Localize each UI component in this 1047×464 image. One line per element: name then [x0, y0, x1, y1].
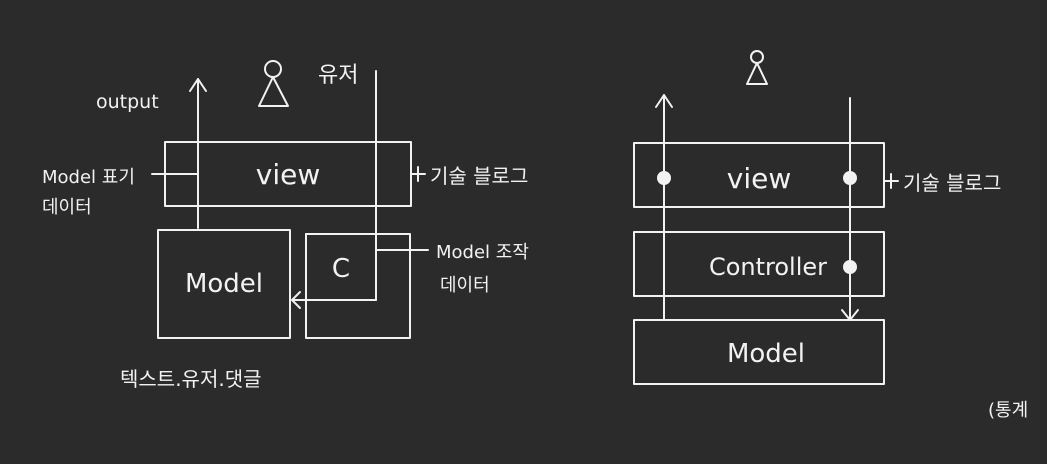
- view-dot-left: [657, 171, 671, 185]
- controller-inner-box: [305, 233, 377, 301]
- controller-label: C: [332, 254, 350, 284]
- right-tech-blog-label: 기술 블로그: [903, 171, 1001, 195]
- model-display-label-2: 데이터: [42, 197, 92, 218]
- c-to-model-arrowhead: [291, 291, 301, 309]
- right-model-label: Model: [727, 339, 805, 369]
- right-controller-label: Controller: [709, 253, 827, 281]
- model-manip-label: Model 조작: [436, 242, 529, 263]
- view-label: view: [256, 158, 320, 191]
- right-view-box: [633, 142, 885, 208]
- user-label: 유저: [318, 63, 358, 88]
- controller-dot: [843, 260, 857, 274]
- right-controller-box: [633, 231, 885, 297]
- output-label: output: [96, 91, 159, 113]
- user-person-icon: [258, 60, 289, 107]
- note-label: (통계: [988, 400, 1028, 421]
- model-box: [157, 229, 291, 339]
- model-display-label: Model 표기: [42, 167, 135, 188]
- right-user-person-icon: [746, 50, 768, 85]
- model-label: Model: [185, 269, 263, 299]
- right-tech-blog-tick: [883, 173, 899, 189]
- right-output-arrowhead: [655, 94, 673, 108]
- model-manip-label-2: 데이터: [440, 275, 490, 296]
- right-view-label: view: [727, 162, 791, 195]
- tech-blog-label: 기술 블로그: [430, 164, 528, 188]
- right-model-box: [633, 319, 885, 385]
- output-arrowhead: [189, 78, 207, 92]
- text-user-comment-label: 텍스트.유저.댓글: [120, 367, 262, 391]
- tech-blog-tick: [410, 166, 426, 182]
- view-dot-right: [843, 171, 857, 185]
